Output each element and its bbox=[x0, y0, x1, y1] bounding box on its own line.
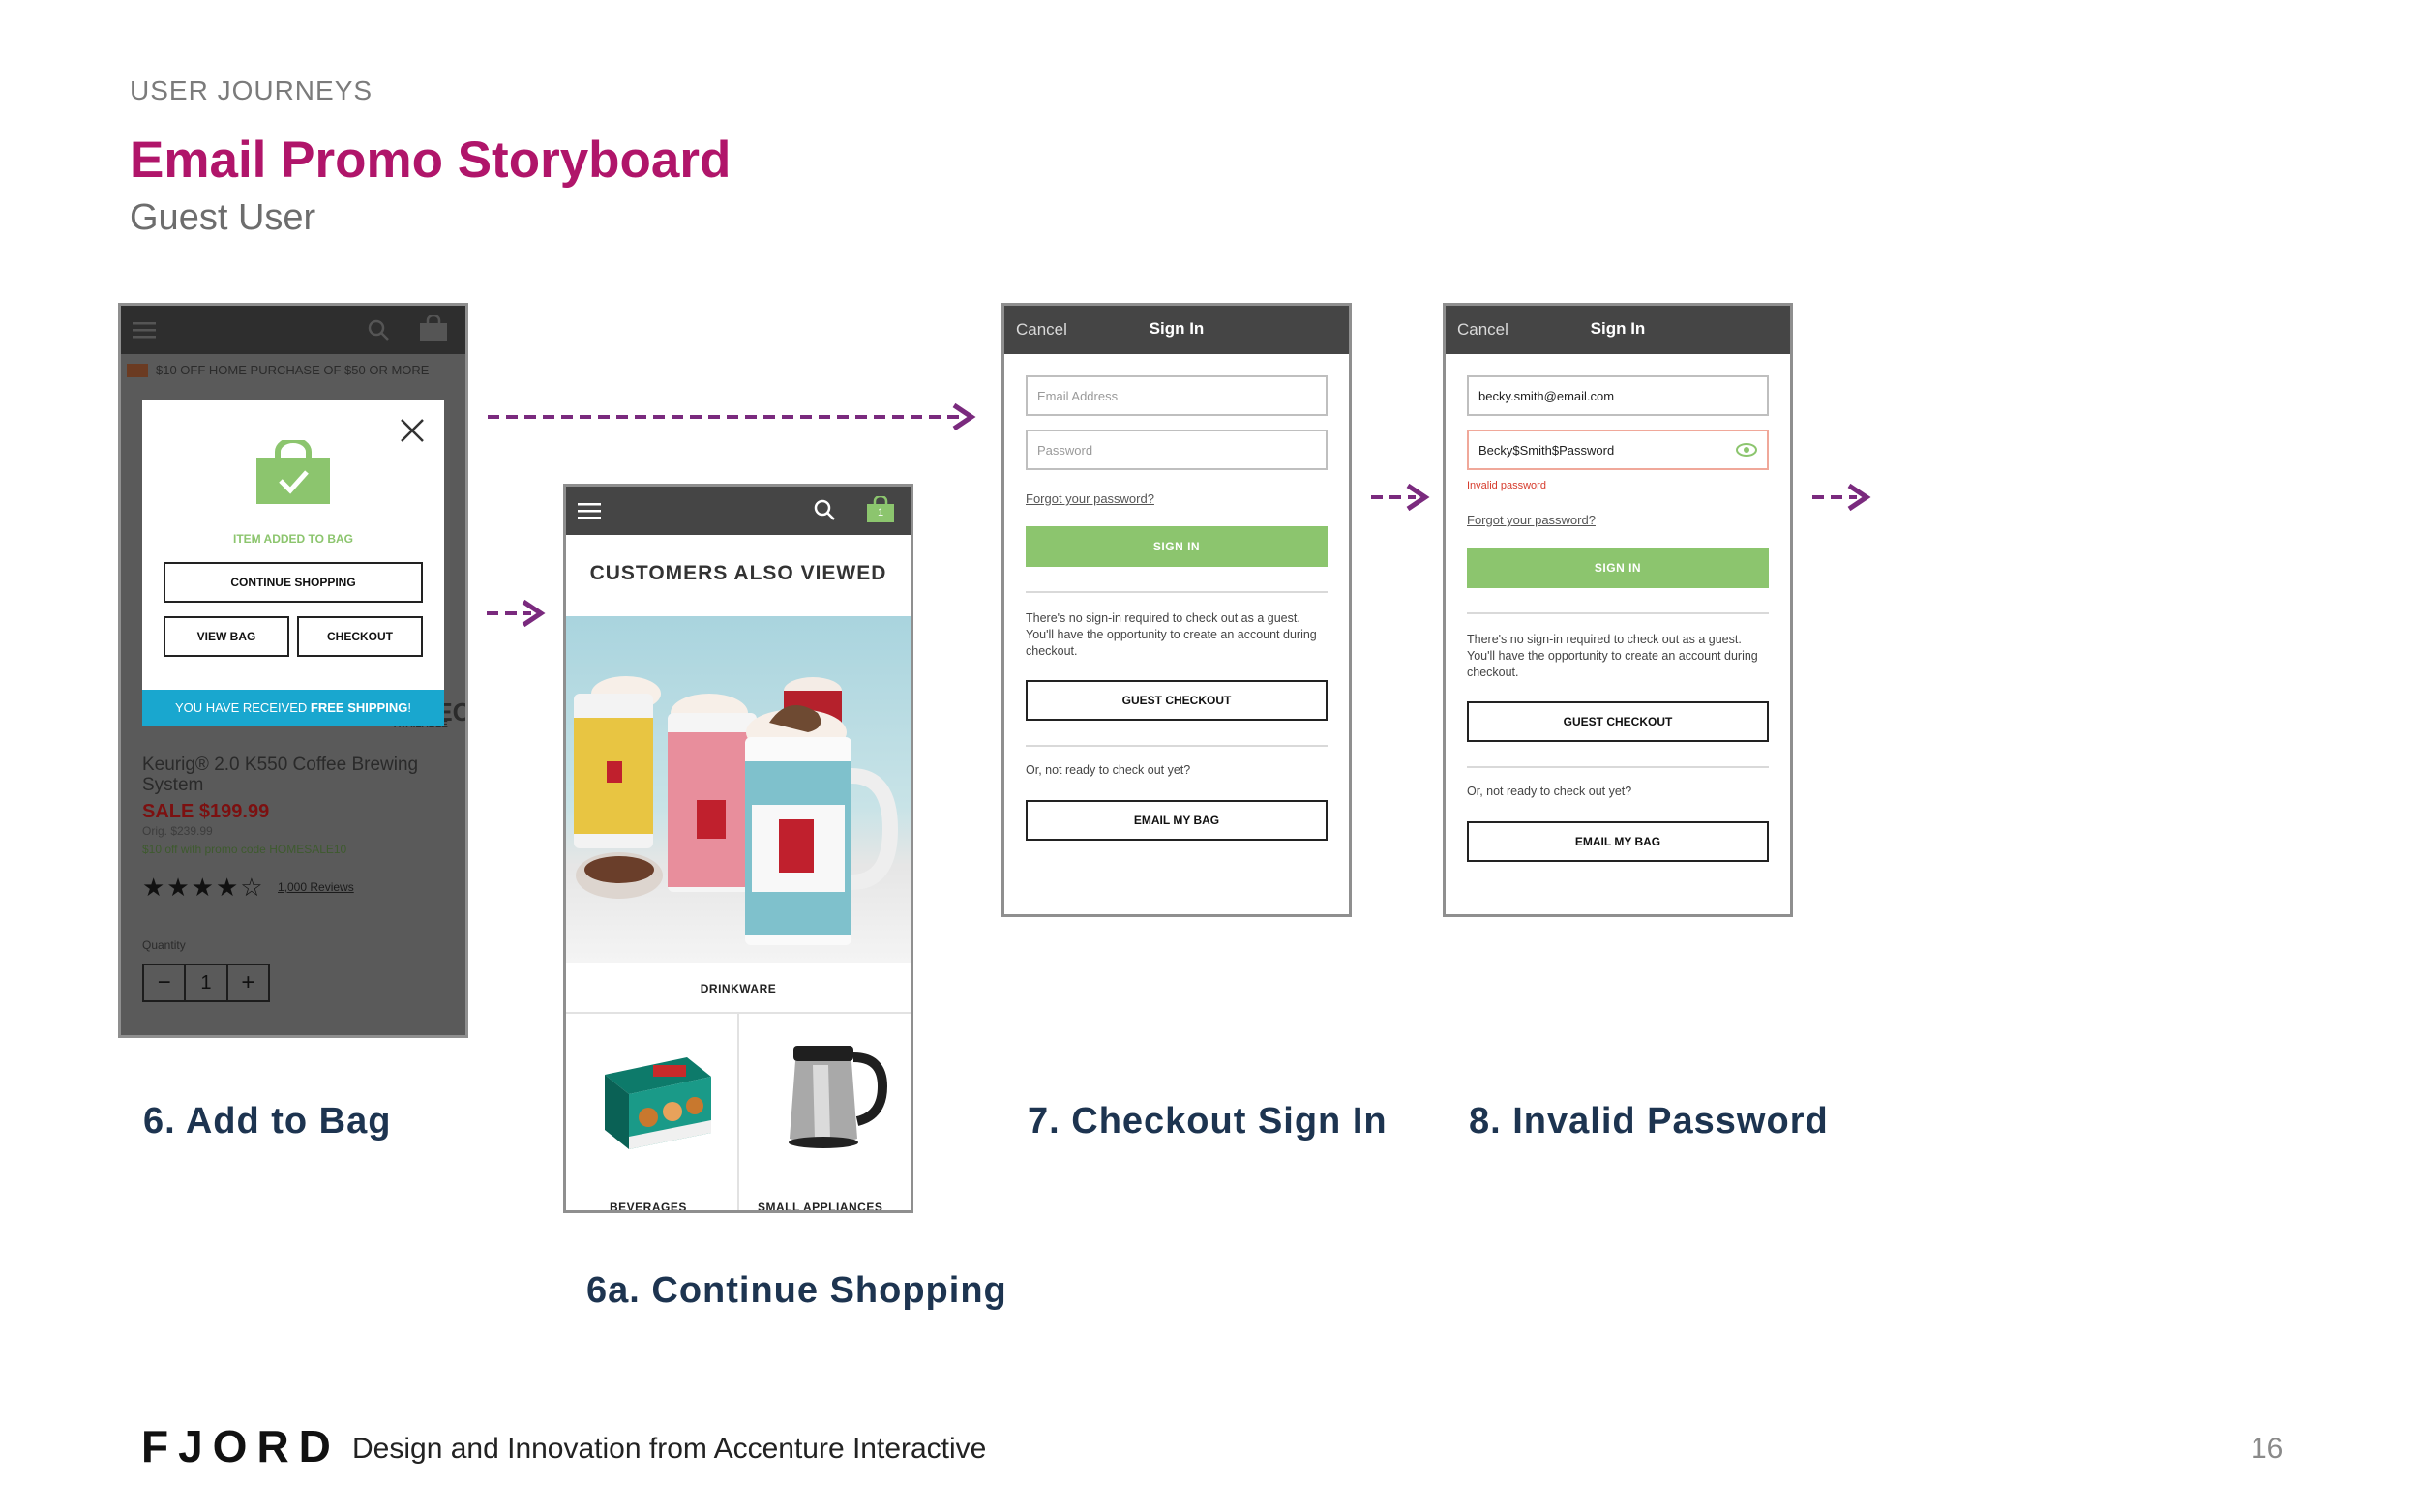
product-name: Keurig® 2.0 K550 Coffee Brewing System bbox=[142, 755, 419, 795]
email-field[interactable]: Email Address bbox=[1026, 375, 1328, 416]
beverages-image[interactable] bbox=[595, 1048, 716, 1154]
guest-note: There's no sign-in required to check out… bbox=[1467, 633, 1758, 679]
category-label-drinkware[interactable]: DRINKWARE bbox=[700, 982, 777, 995]
promo-badge-icon bbox=[127, 364, 148, 377]
sign-in-title: Sign In bbox=[1590, 319, 1646, 338]
bag-count-badge: 1 bbox=[877, 507, 884, 519]
step-label-continue-shopping: 6a. Continue Shopping bbox=[586, 1270, 1007, 1311]
mugs-illustration bbox=[574, 676, 899, 945]
add-to-bag-screen: $10 OFF HOME PURCHASE OF $50 OR MORE VID… bbox=[118, 303, 468, 1038]
divider bbox=[1467, 612, 1769, 614]
carafe-illustration bbox=[789, 1046, 888, 1148]
email-my-bag-button[interactable]: EMAIL MY BAG bbox=[1467, 821, 1769, 862]
quantity-increase-button[interactable]: + bbox=[241, 969, 255, 995]
checkout-sign-in-screen: Cancel Sign In Email Address Password Fo… bbox=[1001, 303, 1352, 917]
small-appliances-image[interactable] bbox=[774, 1038, 890, 1154]
sign-in-button[interactable]: SIGN IN bbox=[1467, 548, 1769, 588]
app-header: 1 bbox=[566, 487, 911, 535]
page-subtitle: Guest User bbox=[130, 197, 316, 238]
quantity-value[interactable]: 1 bbox=[184, 965, 228, 1000]
flow-arrow-next bbox=[1812, 483, 1871, 512]
email-my-bag-button[interactable]: EMAIL MY BAG bbox=[1026, 800, 1328, 841]
fjord-logo: FJORD bbox=[141, 1421, 341, 1471]
divider-vertical bbox=[737, 1014, 739, 1210]
footer-tagline: Design and Innovation from Accenture Int… bbox=[352, 1433, 987, 1465]
invalid-password-screen: Cancel Sign In becky.smith@email.com Bec… bbox=[1443, 303, 1793, 917]
added-to-bag-modal: ITEM ADDED TO BAG CONTINUE SHOPPING VIEW… bbox=[142, 400, 444, 719]
item-added-status: ITEM ADDED TO BAG bbox=[232, 532, 353, 546]
continue-shopping-screen: 1 CUSTOMERS ALSO VIEWED DRINKWARE bbox=[563, 484, 913, 1213]
close-icon[interactable] bbox=[399, 417, 426, 444]
star-empty-icon: ☆ bbox=[240, 873, 265, 902]
free-shipping-bold: FREE SHIPPING bbox=[310, 700, 408, 715]
sign-in-title: Sign In bbox=[1149, 319, 1205, 338]
divider bbox=[1467, 766, 1769, 768]
page-number: 16 bbox=[2251, 1433, 2284, 1465]
view-bag-button[interactable]: VIEW BAG bbox=[164, 616, 289, 657]
quantity-stepper: − 1 + bbox=[142, 964, 270, 1002]
section-eyebrow: USER JOURNEYS bbox=[130, 75, 373, 105]
divider bbox=[566, 1012, 911, 1014]
continue-shopping-button[interactable]: CONTINUE SHOPPING bbox=[164, 562, 423, 603]
guest-checkout-button[interactable]: GUEST CHECKOUT bbox=[1026, 680, 1328, 721]
flow-arrow-to-continue-shopping bbox=[487, 599, 546, 628]
search-icon[interactable] bbox=[814, 499, 835, 520]
step-label-add-to-bag: 6. Add to Bag bbox=[143, 1101, 392, 1141]
reviews-link[interactable]: 1,000 Reviews bbox=[278, 880, 354, 894]
cancel-button[interactable]: Cancel bbox=[1457, 320, 1508, 339]
sale-price: SALE $199.99 bbox=[142, 801, 270, 822]
category-label-small-appliances[interactable]: SMALL APPLIANCES bbox=[758, 1201, 883, 1213]
password-error-text: Invalid password bbox=[1467, 480, 1546, 491]
step-label-invalid-password: 8. Invalid Password bbox=[1469, 1101, 1829, 1141]
free-shipping-suffix: ! bbox=[407, 700, 411, 715]
sign-in-header: Cancel Sign In bbox=[1004, 306, 1349, 354]
star-icon: ★ bbox=[142, 873, 167, 902]
promo-strip: $10 OFF HOME PURCHASE OF $50 OR MORE bbox=[121, 359, 465, 382]
forgot-password-link[interactable]: Forgot your password? bbox=[1467, 513, 1596, 527]
not-ready-text: Or, not ready to check out yet? bbox=[1467, 785, 1632, 798]
drinkware-image[interactable] bbox=[566, 616, 911, 963]
password-field[interactable]: Password bbox=[1026, 430, 1328, 470]
cancel-button[interactable]: Cancel bbox=[1016, 320, 1067, 339]
email-field[interactable]: becky.smith@email.com bbox=[1467, 375, 1769, 416]
divider bbox=[1026, 591, 1328, 593]
promo-strip-text: $10 OFF HOME PURCHASE OF $50 OR MORE bbox=[156, 363, 430, 377]
password-value: Becky$Smith$Password bbox=[1478, 443, 1615, 458]
sign-in-button[interactable]: SIGN IN bbox=[1026, 526, 1328, 567]
star-rating: ★★★★☆ bbox=[142, 873, 265, 903]
customers-also-viewed-heading: CUSTOMERS ALSO VIEWED bbox=[589, 562, 887, 584]
free-shipping-banner: YOU HAVE RECEIVED FREE SHIPPING! bbox=[142, 690, 444, 726]
star-icon: ★ bbox=[215, 873, 241, 902]
bag-check-icon bbox=[256, 440, 330, 504]
star-icon: ★ bbox=[191, 873, 216, 902]
menu-icon[interactable] bbox=[578, 503, 601, 520]
shopping-bag-icon[interactable]: 1 bbox=[866, 496, 895, 523]
search-icon[interactable] bbox=[368, 319, 389, 341]
eye-icon[interactable] bbox=[1736, 443, 1757, 457]
password-field[interactable]: Becky$Smith$Password bbox=[1467, 430, 1769, 470]
step-label-checkout-sign-in: 7. Checkout Sign In bbox=[1028, 1101, 1388, 1141]
promo-code-line: $10 off with promo code HOMESALE10 bbox=[142, 843, 347, 856]
divider bbox=[1026, 745, 1328, 747]
category-label-beverages[interactable]: BEVERAGES bbox=[610, 1201, 687, 1213]
guest-note: There's no sign-in required to check out… bbox=[1026, 611, 1317, 658]
quantity-decrease-button[interactable]: − bbox=[157, 969, 171, 995]
kcup-box-illustration bbox=[605, 1057, 711, 1149]
app-header bbox=[121, 306, 465, 354]
quantity-label: Quantity bbox=[142, 938, 186, 952]
menu-icon[interactable] bbox=[133, 322, 156, 340]
page-title: Email Promo Storyboard bbox=[130, 132, 732, 189]
shopping-bag-icon[interactable] bbox=[419, 315, 448, 342]
flow-arrow-to-invalid-password bbox=[1371, 483, 1430, 512]
sign-in-header: Cancel Sign In bbox=[1446, 306, 1790, 354]
checkout-button[interactable]: CHECKOUT bbox=[297, 616, 423, 657]
not-ready-text: Or, not ready to check out yet? bbox=[1026, 763, 1191, 777]
original-price: Orig. $239.99 bbox=[142, 824, 213, 838]
free-shipping-prefix: YOU HAVE RECEIVED bbox=[175, 700, 311, 715]
flow-arrow-to-sign-in bbox=[488, 402, 976, 431]
forgot-password-link[interactable]: Forgot your password? bbox=[1026, 491, 1154, 506]
star-icon: ★ bbox=[166, 873, 192, 902]
guest-checkout-button[interactable]: GUEST CHECKOUT bbox=[1467, 701, 1769, 742]
